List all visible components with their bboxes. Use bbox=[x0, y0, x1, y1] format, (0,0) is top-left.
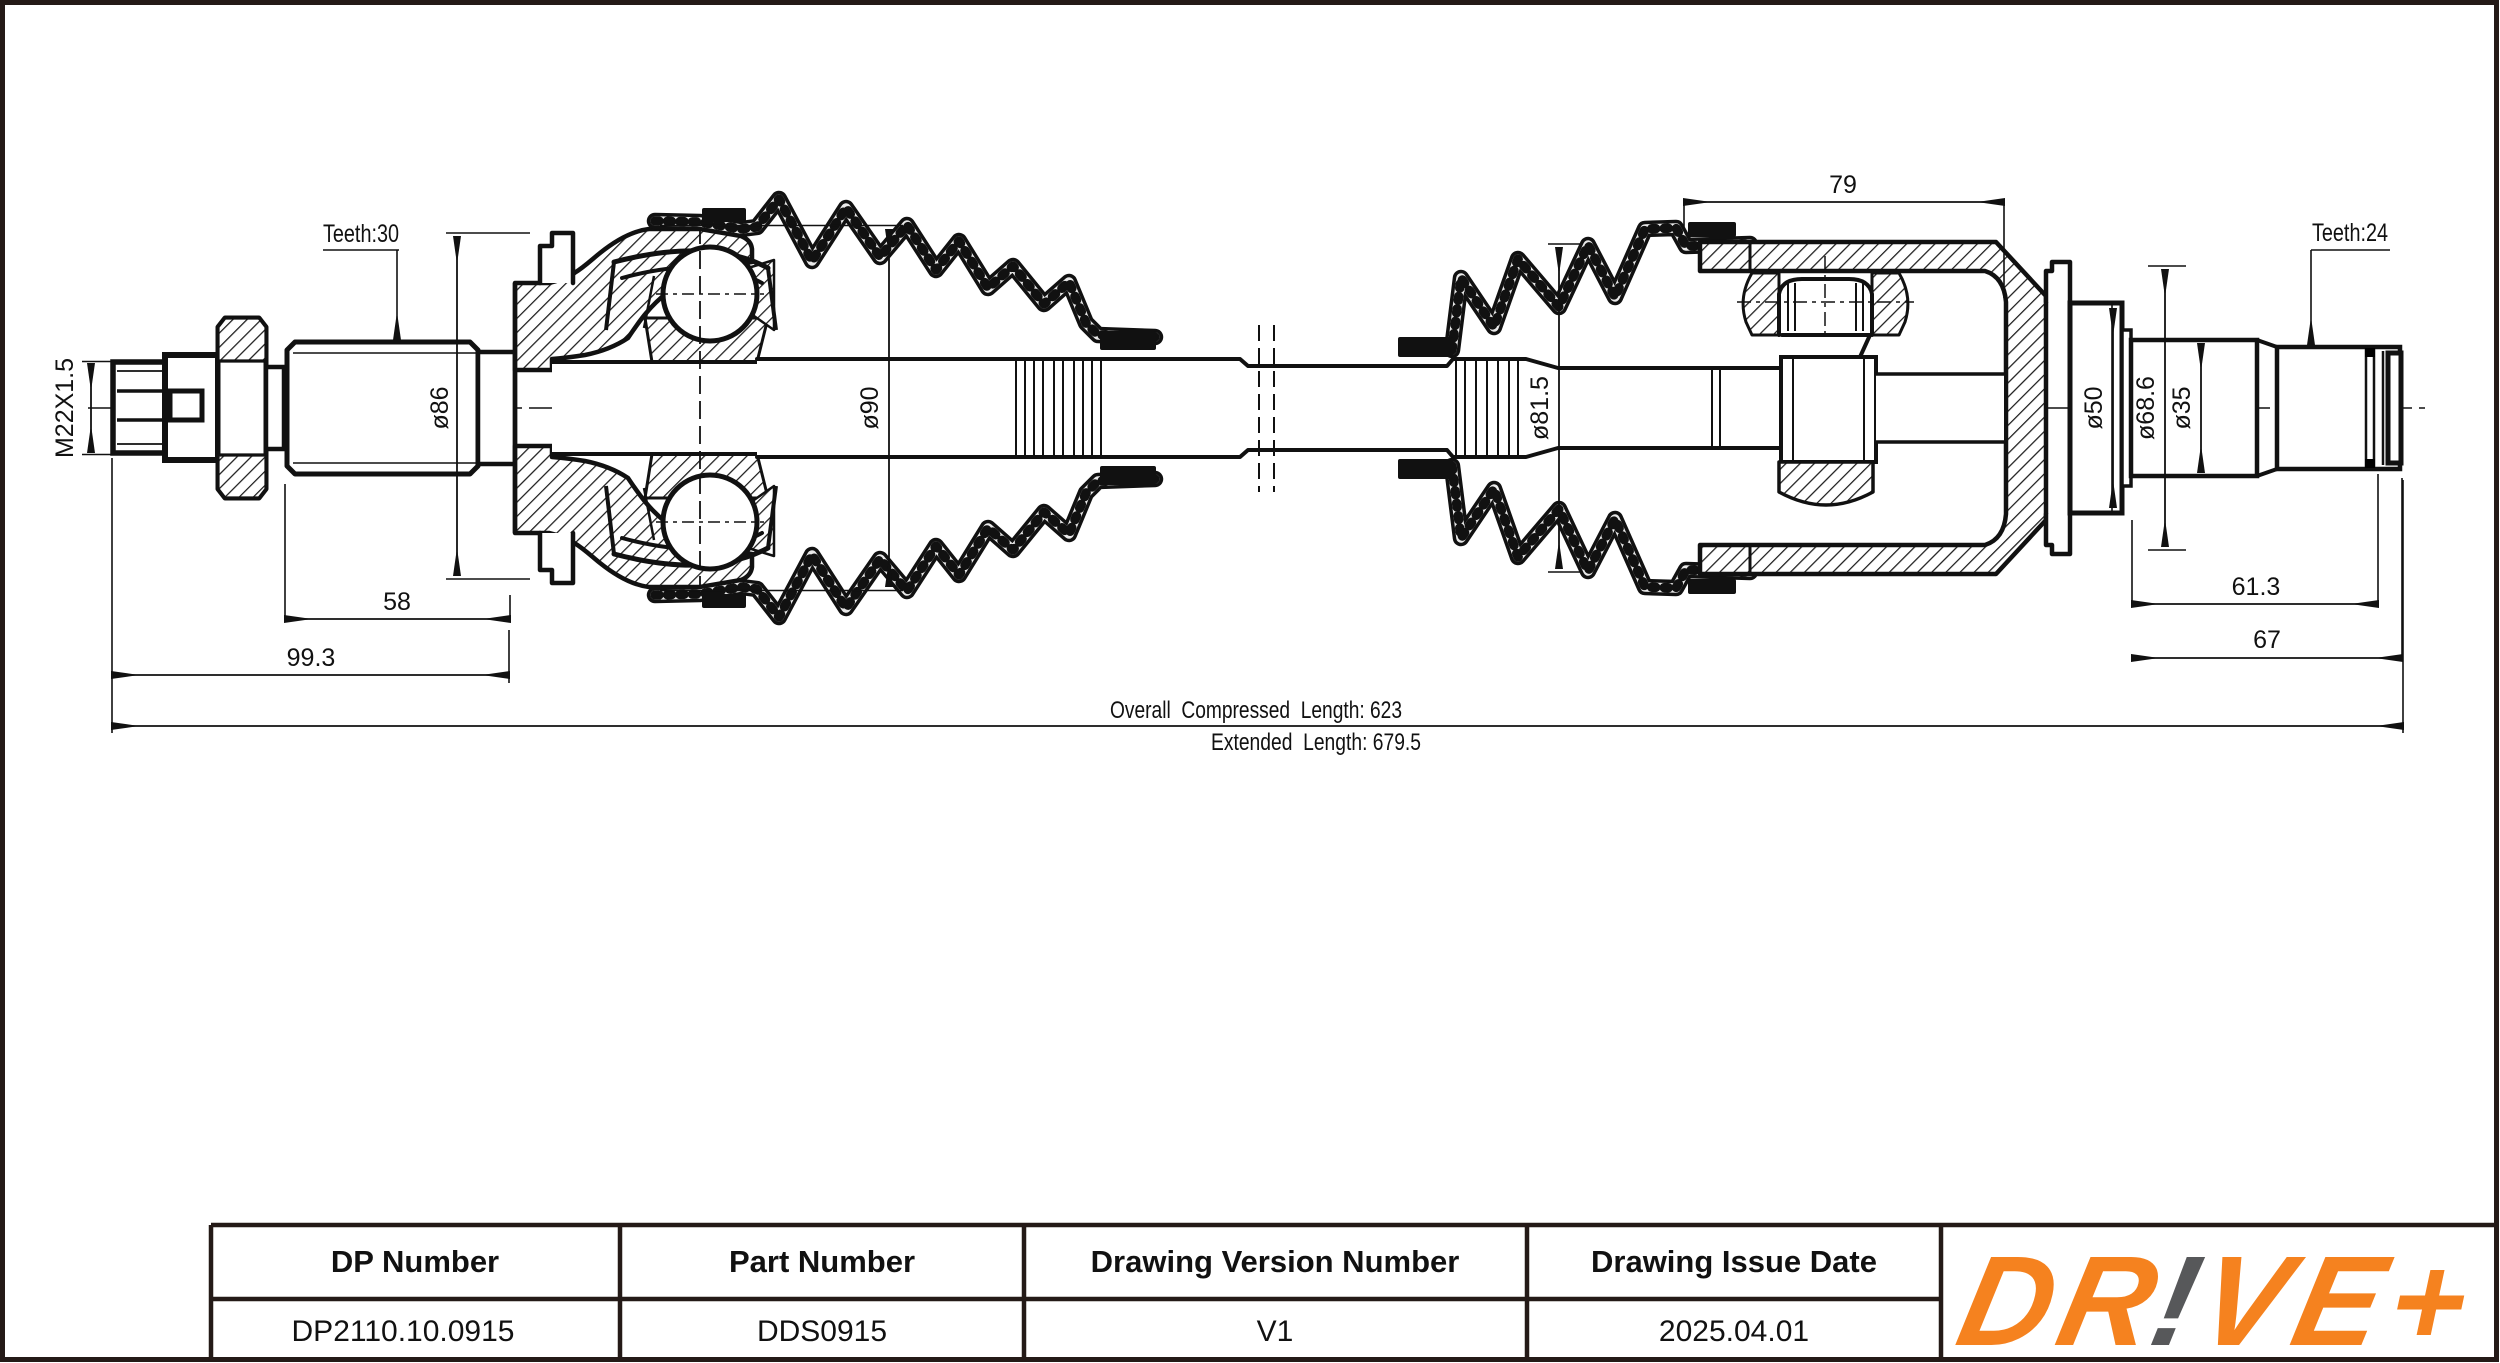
svg-text:Drawing Version Number: Drawing Version Number bbox=[1091, 1244, 1460, 1279]
svg-text:Part Number: Part Number bbox=[729, 1244, 915, 1279]
svg-text:ø68.6: ø68.6 bbox=[2132, 376, 2160, 440]
svg-text:58: 58 bbox=[383, 588, 411, 616]
svg-text:VE+: VE+ bbox=[2187, 1230, 2490, 1363]
svg-text:V1: V1 bbox=[1257, 1315, 1294, 1348]
svg-text:ø35: ø35 bbox=[2168, 386, 2196, 429]
svg-text:79: 79 bbox=[1829, 171, 1857, 199]
svg-text:61.3: 61.3 bbox=[2232, 573, 2281, 601]
svg-text:ø81.5: ø81.5 bbox=[1526, 376, 1554, 440]
svg-text:ø50: ø50 bbox=[2080, 386, 2108, 429]
svg-text:2025.04.01: 2025.04.01 bbox=[1659, 1315, 1809, 1348]
svg-text:Extended Length: 679.5: Extended Length: 679.5 bbox=[1211, 729, 1421, 756]
svg-text:ø90: ø90 bbox=[856, 386, 884, 429]
svg-text:M22X1.5: M22X1.5 bbox=[51, 358, 79, 458]
svg-text:Teeth:24: Teeth:24 bbox=[2312, 219, 2388, 247]
svg-text:Drawing Issue Date: Drawing Issue Date bbox=[1591, 1244, 1877, 1279]
svg-text:99.3: 99.3 bbox=[287, 644, 336, 672]
svg-text:DP Number: DP Number bbox=[331, 1244, 499, 1279]
svg-text:ø86: ø86 bbox=[426, 386, 454, 429]
svg-text:Teeth:30: Teeth:30 bbox=[323, 220, 399, 248]
svg-text:DP2110.10.0915: DP2110.10.0915 bbox=[292, 1315, 515, 1348]
svg-text:DDS0915: DDS0915 bbox=[757, 1315, 887, 1348]
svg-text:Overall Compressed Length: 6: Overall Compressed Length: 623 bbox=[1110, 697, 1402, 724]
svg-text:67: 67 bbox=[2253, 626, 2281, 654]
svg-text:DR: DR bbox=[1947, 1230, 2176, 1363]
